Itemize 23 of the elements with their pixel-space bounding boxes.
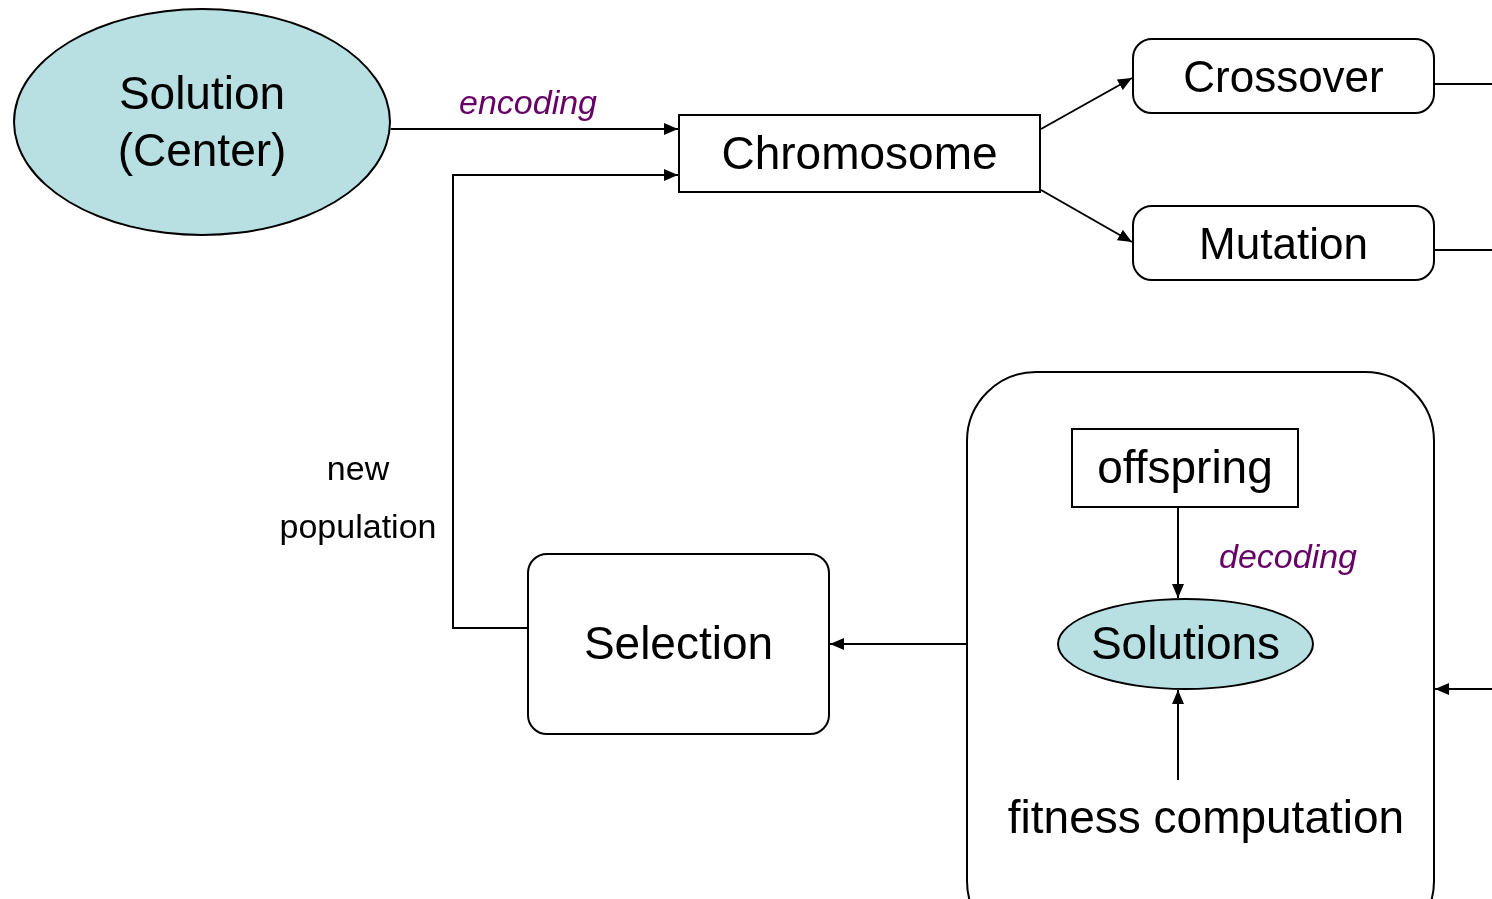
rounded-box [1132,205,1435,281]
rounded-box [527,553,830,735]
arrow [1040,77,1133,130]
arrow [829,638,967,650]
node-label: Solutions [1090,616,1281,672]
node-label: Selection [583,616,774,672]
process-box [678,114,1041,193]
node-label: fitness computation [1007,790,1405,846]
arrow [452,169,679,629]
process-box [1071,428,1299,508]
arrow [1434,683,1492,695]
node-label: Solution (Center) [116,65,288,178]
arrow [1172,507,1184,600]
node-label: Chromosome [721,125,998,181]
note-label: new population [278,448,438,547]
group-box [966,371,1435,899]
rounded-box [1132,38,1435,114]
node-label: Mutation [1199,217,1368,270]
node-label: offspring [1097,440,1273,496]
arrow [1040,189,1133,243]
arrow [389,123,679,135]
node-label: Crossover [1183,50,1384,103]
arrow [1172,688,1184,781]
